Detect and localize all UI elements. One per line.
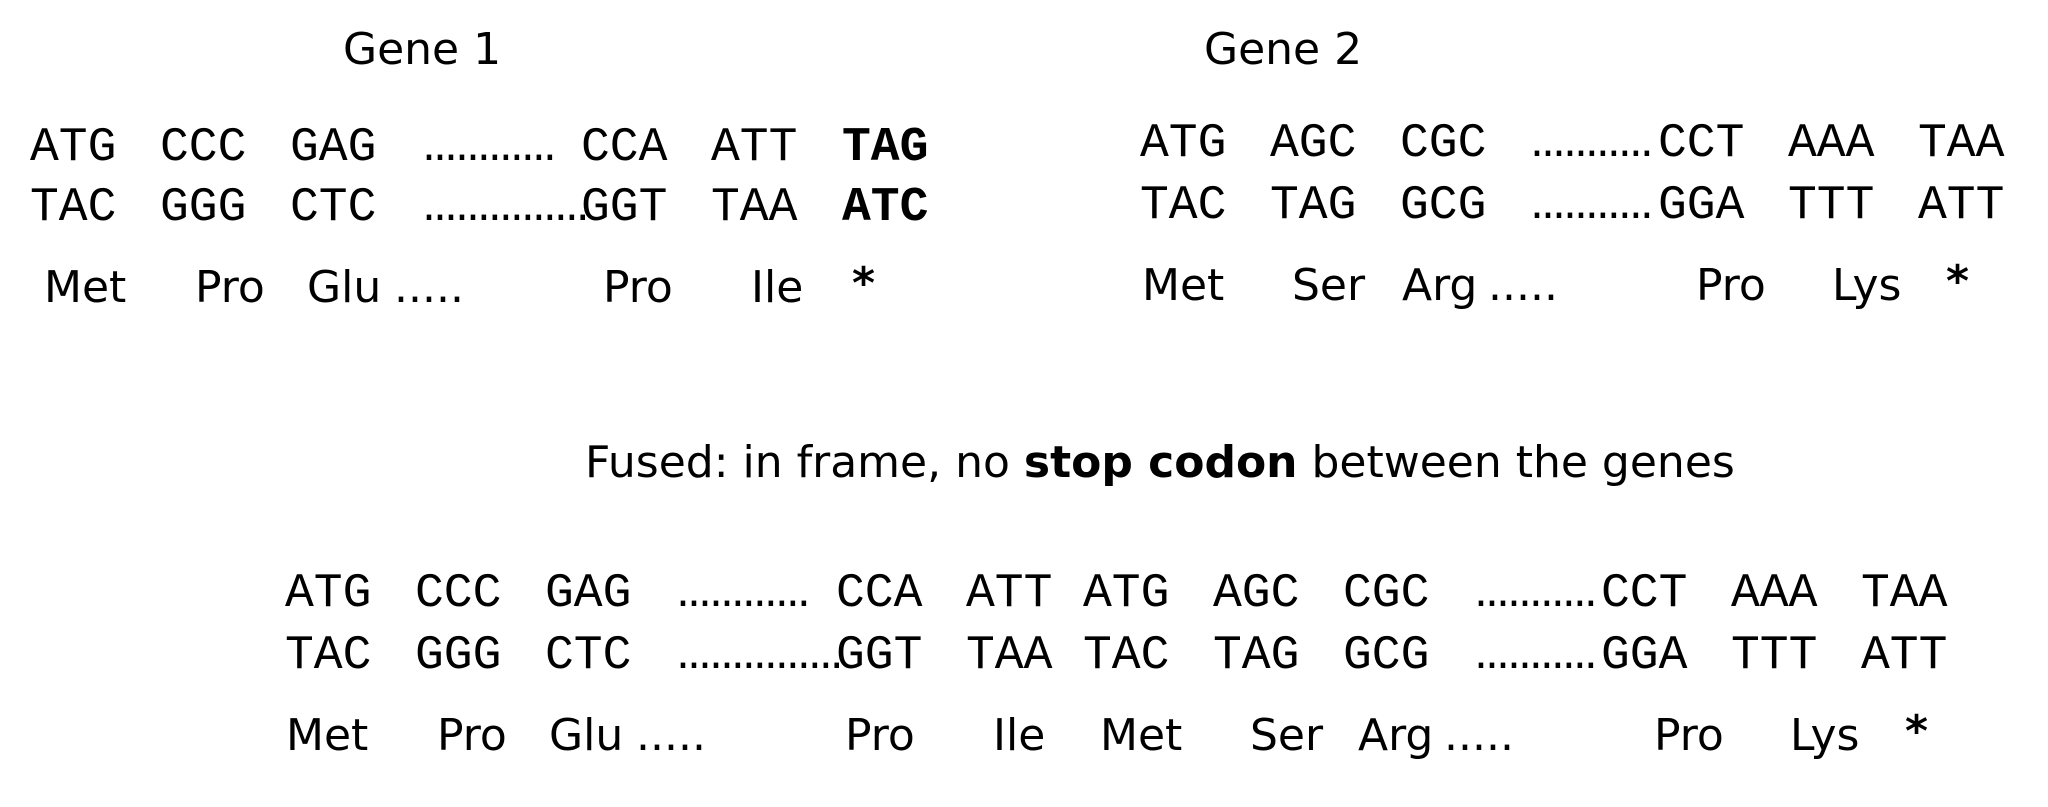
gene1-top-codon: GAG — [290, 121, 377, 175]
fusion-caption-prefix: Fused: in frame, no — [585, 437, 1024, 488]
gene2-bottom-codon: GGA — [1658, 179, 1745, 233]
fused-top-codon: CGC — [1343, 567, 1430, 621]
gene2-top-codon: AGC — [1270, 117, 1357, 171]
fusion-caption: Fused: in frame, no stop codon between t… — [585, 441, 1735, 485]
fused-bottom-codon: TAC — [285, 629, 372, 683]
gene1-title: Gene 1 — [343, 24, 502, 75]
gene2-stop-symbol: * — [1946, 256, 1970, 307]
gene2-bottom-codon: GCG — [1400, 179, 1487, 233]
gene1-top-codon: ATG — [30, 121, 117, 175]
fused-bottom-codon: GGG — [415, 629, 502, 683]
gene2-amino-acid: Met — [1142, 260, 1225, 311]
gene2-top-codon: CCT — [1658, 117, 1745, 171]
gene1-amino-acid: Met — [44, 262, 127, 313]
gene1-top-codon: CCC — [160, 121, 247, 175]
gene1-bottom-codon: GGT — [581, 181, 668, 235]
fused-top-codon: CCC — [415, 567, 502, 621]
fused-amino-acid: Glu — [549, 710, 624, 761]
fused-top-codon: AAA — [1731, 567, 1818, 621]
fused-amino-acid: Pro — [845, 710, 915, 761]
gene1-bottom-codon: TAC — [30, 181, 117, 235]
gene2-bottom-codon: TAG — [1270, 179, 1357, 233]
fusion-caption-suffix: between the genes — [1297, 437, 1735, 488]
fused-amino-acid: Met — [286, 710, 369, 761]
gene1-stop-symbol: * — [852, 258, 876, 309]
gene1-top-ellipsis: ............ — [422, 120, 557, 171]
fused-amino-acid-ellipsis: ..... — [1444, 710, 1514, 761]
fused-amino-acid: Met — [1100, 710, 1183, 761]
fused-top-codon: ATT — [966, 567, 1053, 621]
gene1-top-codon: ATT — [711, 121, 798, 175]
fusion-caption-emphasis: stop codon — [1023, 437, 1298, 488]
fused-top-codon: GAG — [545, 567, 632, 621]
gene2-amino-acid: Ser — [1292, 260, 1366, 311]
gene1-amino-acid: Glu — [307, 262, 382, 313]
fused-bottom-codon: GCG — [1343, 629, 1430, 683]
gene2-amino-acid: Arg — [1402, 260, 1478, 311]
gene1-amino-acid: Pro — [603, 262, 673, 313]
fused-stop-symbol: * — [1905, 706, 1929, 757]
gene2-top-codon: ATG — [1140, 117, 1227, 171]
gene2-bottom-codon: TTT — [1788, 179, 1875, 233]
fused-bottom-codon: GGA — [1601, 629, 1688, 683]
gene1-amino-acid: Pro — [195, 262, 265, 313]
gene2-amino-acid-ellipsis: ..... — [1488, 260, 1558, 311]
fused-top-codon: AGC — [1213, 567, 1300, 621]
fused-top-codon: CCA — [836, 567, 923, 621]
fused-amino-acid: Pro — [437, 710, 507, 761]
gene1-stop-codon: TAG — [842, 121, 929, 175]
fused-bottom-codon: GGT — [836, 629, 923, 683]
gene2-bottom-codon: TAC — [1140, 179, 1227, 233]
fused-top-ellipsis: ........... — [1474, 566, 1598, 617]
gene1-top-codon: CCA — [581, 121, 668, 175]
gene2-top-codon: CGC — [1400, 117, 1487, 171]
gene2-top-ellipsis: ........... — [1530, 116, 1654, 167]
fused-amino-acid: Lys — [1790, 710, 1860, 761]
fused-bottom-codon: TAA — [966, 629, 1053, 683]
fused-amino-acid-ellipsis: ..... — [636, 710, 706, 761]
gene1-bottom-ellipsis: ............... — [422, 180, 590, 231]
fused-bottom-codon: TAG — [1213, 629, 1300, 683]
fused-top-codon: TAA — [1861, 567, 1948, 621]
fused-amino-acid: Ser — [1250, 710, 1324, 761]
gene1-amino-acid: Ile — [751, 262, 804, 313]
gene2-amino-acid: Lys — [1832, 260, 1902, 311]
gene2-top-codon: AAA — [1788, 117, 1875, 171]
fused-top-codon: CCT — [1601, 567, 1688, 621]
gene2-bottom-ellipsis: ........... — [1530, 178, 1654, 229]
gene1-amino-acid-ellipsis: ..... — [394, 262, 464, 313]
fused-top-codon: ATG — [1083, 567, 1170, 621]
fused-amino-acid: Ile — [993, 710, 1046, 761]
fused-top-codon: ATG — [285, 567, 372, 621]
fused-bottom-codon: CTC — [545, 629, 632, 683]
gene1-bottom-codon: GGG — [160, 181, 247, 235]
gene2-top-codon: TAA — [1918, 117, 2005, 171]
gene2-title: Gene 2 — [1204, 24, 1363, 75]
fused-bottom-codon: ATT — [1861, 629, 1948, 683]
fused-top-ellipsis: ............ — [676, 566, 811, 617]
fused-bottom-ellipsis: ........... — [1474, 628, 1598, 679]
fused-amino-acid: Pro — [1654, 710, 1724, 761]
fused-bottom-codon: TAC — [1083, 629, 1170, 683]
gene1-bottom-codon: CTC — [290, 181, 377, 235]
gene2-bottom-codon: ATT — [1918, 179, 2005, 233]
fused-bottom-ellipsis: ............... — [676, 628, 844, 679]
gene1-stop-codon-complement: ATC — [842, 181, 929, 235]
gene2-amino-acid: Pro — [1696, 260, 1766, 311]
gene1-bottom-codon: TAA — [711, 181, 798, 235]
fused-bottom-codon: TTT — [1731, 629, 1818, 683]
fused-amino-acid: Arg — [1358, 710, 1434, 761]
